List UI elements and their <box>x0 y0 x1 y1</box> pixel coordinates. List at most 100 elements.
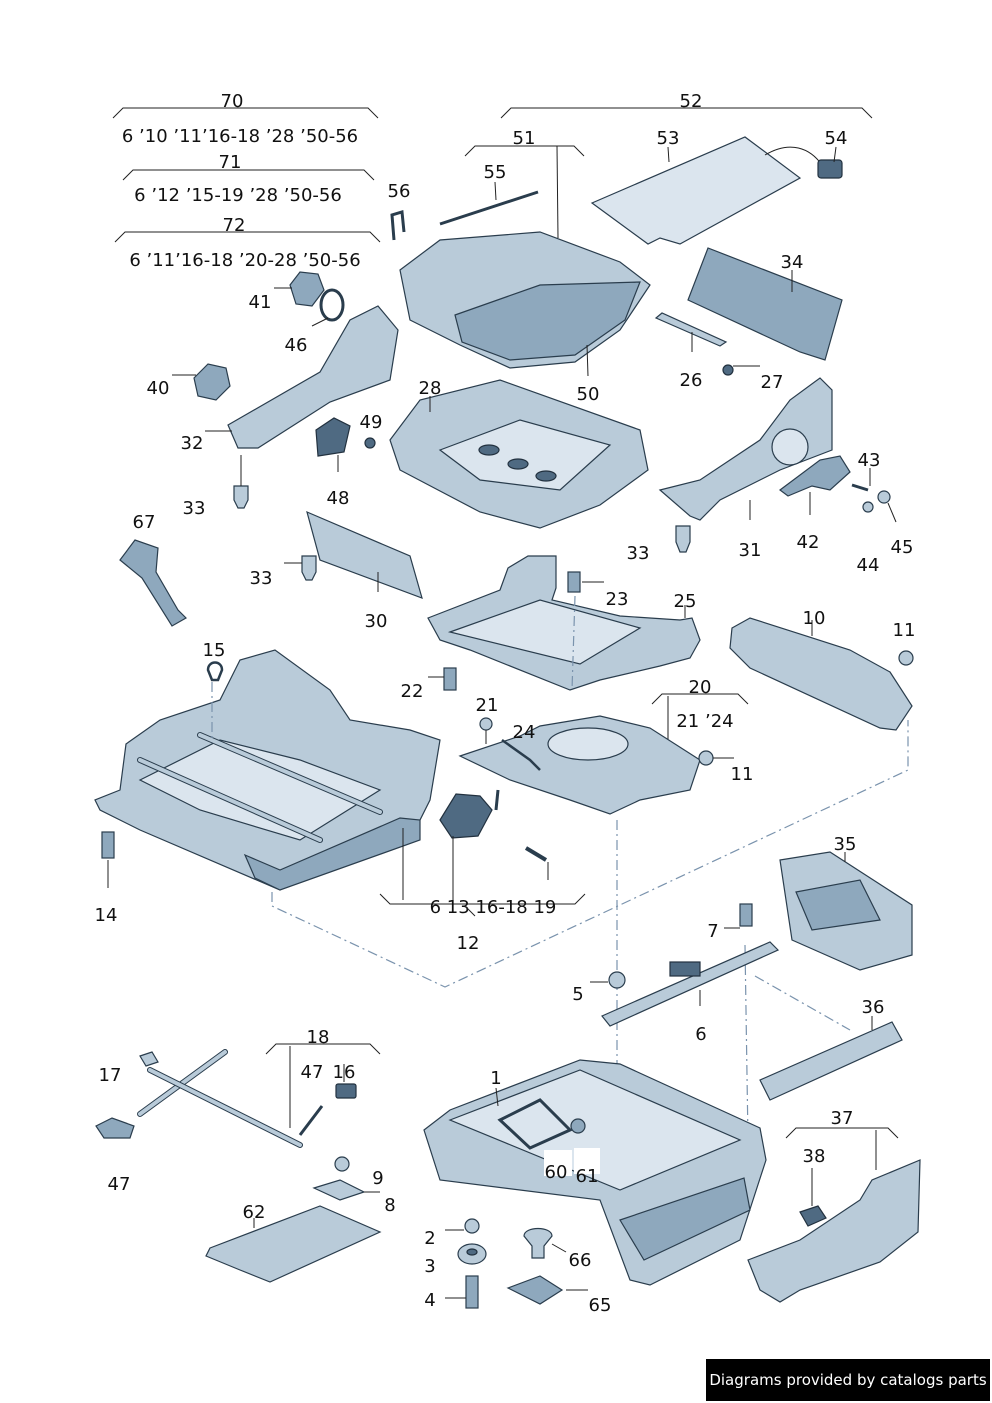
cover-strip-part-10: 10 <box>729 608 913 731</box>
seat-frame-part-12 <box>94 649 441 891</box>
group-bracket-71: 71 6 ’12 ’15-19 ’28 ’50-56 <box>122 152 375 206</box>
part-16-label: 16 <box>333 1062 356 1083</box>
cover-panel-part-34: 34 <box>687 247 843 361</box>
catalog-credit: Diagrams provided by catalogs parts <box>706 1359 990 1401</box>
side-trim-part-32: 32 <box>181 305 399 454</box>
group-12-label: 12 <box>457 933 480 954</box>
nut-part-11-a: 11 <box>893 620 915 666</box>
part-46-label: 46 <box>285 335 308 356</box>
clip-part-15: 15 <box>203 640 226 682</box>
group-bracket-72: 72 6 ’11’16-18 ’20-28 ’50-56 <box>114 215 381 271</box>
part-26-label: 26 <box>680 370 703 391</box>
seat-shell-part-28: 28 <box>389 378 649 529</box>
group-bracket-18: 18 <box>137 1027 381 1148</box>
part-66-label: 66 <box>569 1250 592 1271</box>
screw-part-27: 27 <box>722 364 783 393</box>
part-8-label: 8 <box>384 1195 395 1216</box>
connector-part-54: 54 <box>764 128 848 179</box>
cover-part-65: 65 <box>506 1275 611 1316</box>
part-54-label: 54 <box>825 128 848 149</box>
part-61-label: 61 <box>576 1166 599 1187</box>
clip-part-33-a: 33 <box>183 455 249 519</box>
part-32-label: 32 <box>181 433 204 454</box>
belt-buckle-part-67: 67 <box>119 512 187 627</box>
part-3-label: 3 <box>424 1256 435 1277</box>
part-38-label: 38 <box>803 1146 826 1167</box>
seat-cushion-part-50: 50 <box>399 231 651 405</box>
part-9-label: 9 <box>372 1168 383 1189</box>
part-33a-label: 33 <box>183 498 206 519</box>
part-7-label: 7 <box>707 921 718 942</box>
part-43-label: 43 <box>858 450 881 471</box>
bolt-part-4: 4 <box>424 1275 479 1311</box>
swivel-plate-group-20: 20 21 ’24 <box>458 677 749 815</box>
screw-part-43: 43 <box>851 450 881 492</box>
part-14-label: 14 <box>95 905 118 926</box>
part-48-label: 48 <box>327 488 350 509</box>
part-28-label: 28 <box>419 378 442 399</box>
group-bracket-51: 51 <box>464 128 585 239</box>
part-53-label: 53 <box>657 128 680 149</box>
group-72-label: 72 <box>223 215 246 236</box>
part-50-label: 50 <box>577 384 600 405</box>
hook-part-56: 56 <box>388 181 410 241</box>
part-41-label: 41 <box>249 292 272 313</box>
part-15-label: 15 <box>203 640 226 661</box>
part-6-label: 6 <box>695 1024 706 1045</box>
part-1-label: 1 <box>490 1068 501 1089</box>
part-21-label: 21 <box>476 695 499 716</box>
ring-part-46: 46 <box>285 288 345 356</box>
part-60-label: 60 <box>545 1162 568 1183</box>
part-47a-label: 47 <box>108 1174 131 1195</box>
rail-part-6: 6 <box>601 941 780 1045</box>
plug-part-66: 66 <box>523 1227 592 1271</box>
knob-part-40: 40 <box>147 363 231 401</box>
part-33c-label: 33 <box>627 543 650 564</box>
part-5-label: 5 <box>572 984 583 1005</box>
group-bracket-52: 52 <box>500 91 873 119</box>
part-49-label: 49 <box>360 412 383 433</box>
part-55-label: 55 <box>484 162 507 183</box>
screw-part-19 <box>524 846 549 880</box>
part-35-label: 35 <box>834 834 857 855</box>
clip-part-33-c: 33 <box>627 525 691 564</box>
cover-plate-part-30: 30 <box>306 510 423 632</box>
group-71-label: 71 <box>219 152 242 173</box>
screw-part-49: 49 <box>360 412 383 449</box>
group-70-range: 6 ’10 ’11’16-18 ’28 ’50-56 <box>122 126 358 147</box>
part-67-label: 67 <box>133 512 156 533</box>
bolt-part-61: 61 <box>570 1118 600 1187</box>
cap-part-45: 45 <box>877 490 913 558</box>
group-bracket-37: 37 <box>747 1108 921 1303</box>
group-71-range: 6 ’12 ’15-19 ’28 ’50-56 <box>134 185 342 206</box>
nut-part-44: 44 <box>857 501 880 576</box>
clip-part-38: 38 <box>799 1146 827 1227</box>
nut-part-9: 9 <box>334 1156 384 1189</box>
bolt-part-7: 7 <box>707 903 753 942</box>
trim-strip-part-36: 36 <box>759 997 903 1101</box>
bracket-part-8: 8 <box>312 1179 396 1216</box>
group-72-range: 6 ’11’16-18 ’20-28 ’50-56 <box>129 250 360 271</box>
heating-mat-part-53: 53 <box>590 128 802 245</box>
motor-part-13 <box>439 793 493 839</box>
part-33b-label: 33 <box>250 568 273 589</box>
part-42-label: 42 <box>797 532 820 553</box>
part-17-label: 17 <box>99 1065 122 1086</box>
part-30-label: 30 <box>365 611 388 632</box>
storage-box-part-35: 35 <box>779 834 913 971</box>
plate-part-62: 62 <box>205 1202 382 1283</box>
strip-part-26: 26 <box>654 312 728 391</box>
switch-module-part-48: 48 <box>315 417 351 509</box>
group-20-range: 21 ’24 <box>676 711 733 732</box>
knob-part-41: 41 <box>249 271 325 313</box>
part-11b-label: 11 <box>731 764 754 785</box>
part-62-label: 62 <box>243 1202 266 1223</box>
bolt-part-23: 23 <box>567 571 628 610</box>
screw-part-21: 21 <box>476 695 499 744</box>
group-52-label: 52 <box>680 91 703 112</box>
part-4-label: 4 <box>424 1290 435 1311</box>
group-bracket-12: 6 13 16-18 19 12 <box>379 828 586 954</box>
group-70-label: 70 <box>221 91 244 112</box>
part-44-label: 44 <box>857 555 880 576</box>
